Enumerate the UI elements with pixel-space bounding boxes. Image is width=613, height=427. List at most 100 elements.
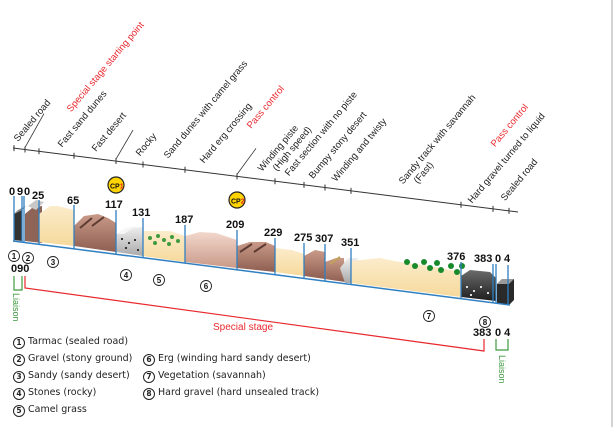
zone-number-icon: 1 (13, 337, 25, 349)
zone-number-text: 8 (483, 318, 488, 327)
legend-label: Gravel (stony ground) (28, 353, 133, 364)
km-marker-label: 65 (67, 195, 79, 207)
terrain-erg-d (304, 250, 325, 279)
stones-dots (121, 238, 139, 251)
zone-number-circle (120, 269, 132, 281)
gravel-dots (466, 286, 489, 296)
terrain-camel-grass (143, 231, 185, 262)
terrain-gravel-top (28, 200, 44, 210)
terrain-sandy (39, 206, 74, 246)
zone-number-marker: 7 (423, 310, 435, 322)
terrain-erg-b (185, 232, 237, 268)
km-marker-label: 4 (504, 253, 511, 265)
km-marker-label: 131 (132, 207, 150, 219)
terrain-ridge (239, 243, 267, 253)
right-edge-border (611, 0, 613, 427)
legend-label: Vegetation (savannah) (158, 370, 266, 381)
event-leader-lines (24, 113, 257, 175)
event-leader-line (236, 148, 257, 175)
terrain-stones-top (116, 226, 136, 234)
terrain-gravel (25, 206, 42, 243)
km-marker-label: 229 (264, 227, 282, 239)
zone-number-text: 3 (51, 258, 56, 267)
legend-label: Stones (rocky) (28, 387, 97, 398)
route-axis-line (12, 147, 519, 213)
savannah-trees (404, 259, 465, 275)
route-terrain-label: Sand dunes with camel grass (162, 58, 250, 160)
zone-number-icon: 7 (143, 371, 155, 383)
terrain-tarmac-top (14, 206, 26, 214)
zone-number-text: 1 (12, 252, 17, 261)
route-terrain-label: Rocky (134, 131, 160, 158)
legend-label: Camel grass (28, 404, 87, 415)
zone-number-marker: 1 (8, 250, 20, 262)
checkpoint-2[interactable]: CP2 (228, 191, 246, 209)
km-marker-label: 351 (341, 237, 359, 249)
zone-number-icon: 6 (143, 354, 155, 366)
terrain-ridge (329, 256, 341, 265)
zone-number-icon: 4 (13, 388, 25, 400)
event-leader-line (24, 113, 45, 148)
km-marker-label: 0 (9, 186, 15, 198)
km-marker-label: 209 (226, 219, 244, 231)
zone-number-marker: 5 (153, 274, 165, 286)
zone-number-icon: 5 (13, 405, 25, 417)
liaison-end-label: Liaison (497, 355, 507, 384)
zone-number-circle (200, 280, 212, 292)
zone-number-icon: 8 (143, 388, 155, 400)
liaison-end-bracket (495, 339, 509, 351)
zone-number-circle (479, 316, 491, 328)
terrain-tarmac-end (497, 279, 514, 305)
zone-number-text: 2 (26, 254, 31, 263)
km-marker-label: 383 (474, 253, 492, 265)
special-stage-end-km: 383 (473, 327, 491, 339)
terrain-erg-a (74, 214, 116, 252)
zone-number-circle (423, 310, 435, 322)
terrain-savannah (351, 258, 461, 297)
checkpoint-1[interactable]: CP1 (107, 176, 125, 194)
route-axis (12, 113, 519, 214)
liaison-start-label: Liaison (11, 293, 21, 322)
checkpoint-badge (228, 191, 246, 209)
km-marker-label: 117 (105, 199, 123, 211)
terrain-stones (116, 227, 143, 256)
zone-number-text: 7 (427, 312, 432, 321)
terrain-band (12, 200, 514, 306)
legend-label: Sandy (sandy desert) (28, 370, 130, 381)
km-marker-label: 275 (294, 232, 312, 244)
km-marker-label: 187 (175, 214, 193, 226)
km-marker-label: 9 (17, 186, 23, 198)
km-marker-label: 25 (32, 190, 44, 202)
terrain-tarmac (14, 210, 22, 241)
terrain-ridge (79, 216, 105, 229)
zone-number-icon: 3 (13, 371, 25, 383)
terrain-tarmac-end-top (497, 279, 514, 284)
terrain-sandy-b (275, 248, 304, 276)
legend-label: Hard gravel (hard unsealed track) (158, 387, 320, 398)
zone-number-circle (22, 252, 34, 264)
zone-number-icon: 2 (13, 354, 25, 366)
route-event-label: Special stage starting point (65, 20, 147, 115)
km-marker-label: 376 (447, 251, 465, 263)
zone-number-marker: 8 (479, 316, 491, 328)
special-stage-line (24, 276, 485, 352)
zone-number-marker: 3 (47, 256, 59, 268)
track-baseline (12, 240, 511, 306)
zone-number-marker: 6 (200, 280, 212, 292)
zone-number-marker: 4 (120, 269, 132, 281)
liaison-start: 090 Liaison (11, 263, 29, 322)
terrain-erg-c (237, 242, 275, 272)
zone-number-text: 4 (124, 271, 129, 280)
camel-grass-tufts (148, 234, 180, 246)
zone-number-marker: 2 (22, 252, 34, 264)
legend-label: Erg (winding hard sandy desert) (158, 353, 311, 364)
km-marker-label: 307 (315, 233, 333, 245)
checkpoint-badge-label: CP2 (231, 199, 245, 206)
liaison-start-bracket (13, 276, 23, 291)
